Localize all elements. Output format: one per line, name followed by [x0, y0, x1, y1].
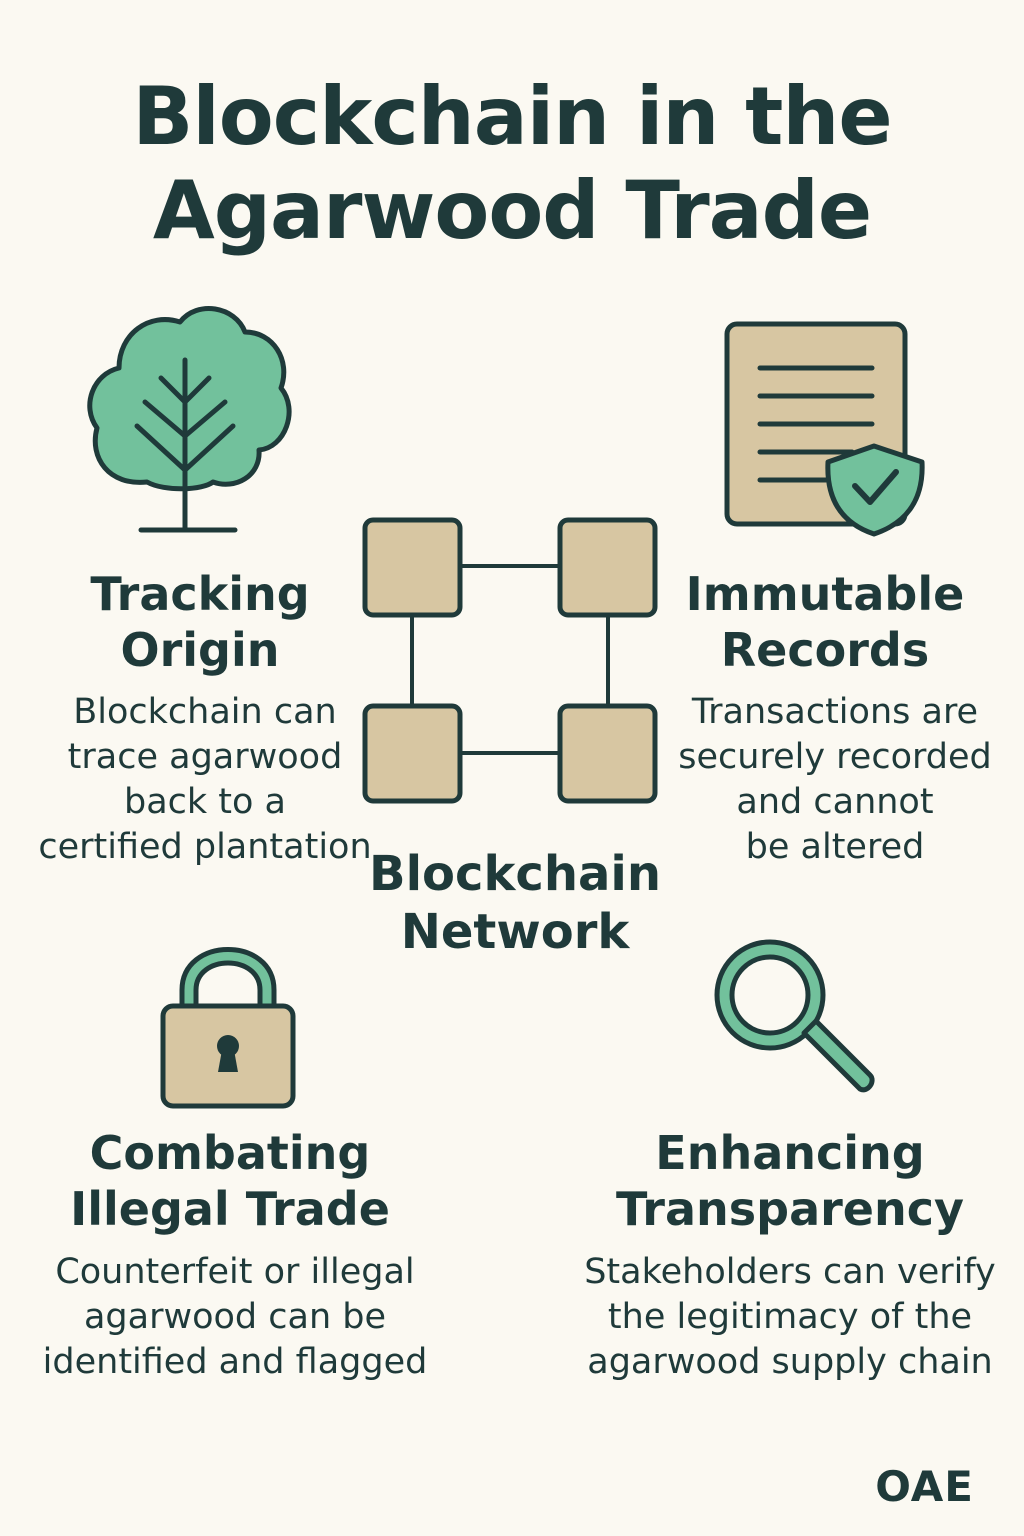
immutable-records-description: Transactions are securely recorded and c… — [660, 690, 1010, 870]
illegal-desc-line-1: Counterfeit or illegal — [55, 1252, 415, 1292]
tree-icon — [87, 306, 292, 533]
transparency-desc-line-3: agarwood supply chain — [587, 1342, 993, 1382]
tracking-heading-line-1: Tracking — [90, 567, 310, 621]
transparency-heading-line-2: Transparency — [615, 1182, 965, 1236]
records-desc-line-2: securely recorded — [678, 737, 992, 777]
illegal-heading-line-2: Illegal Trade — [70, 1182, 390, 1236]
enhancing-transparency-heading: Enhancing Transparency — [590, 1125, 990, 1237]
block-bottom-left — [362, 703, 463, 804]
magnifier-icon — [714, 939, 875, 1093]
records-desc-line-3: and cannot — [736, 782, 934, 822]
combating-illegal-trade-description: Counterfeit or illegal agarwood can be i… — [40, 1250, 430, 1385]
tracking-desc-line-1: Blockchain can — [73, 692, 337, 732]
tracking-origin-heading: Tracking Origin — [40, 566, 360, 678]
block-top-right — [557, 517, 658, 618]
immutable-records-heading: Immutable Records — [665, 566, 985, 678]
blockchain-network-label: Blockchain Network — [340, 845, 690, 961]
network-label-line-2: Network — [400, 904, 630, 960]
tracking-desc-line-3: back to a — [123, 782, 286, 822]
padlock-icon — [160, 947, 296, 1109]
illegal-heading-line-1: Combating — [89, 1126, 371, 1180]
records-desc-line-1: Transactions are — [691, 692, 979, 732]
records-heading-line-1: Immutable — [685, 567, 965, 621]
enhancing-transparency-description: Stakeholders can verify the legitimacy o… — [580, 1250, 1000, 1385]
tracking-desc-line-2: trace agarwood — [67, 737, 343, 777]
illegal-desc-line-3: identified and flagged — [42, 1342, 428, 1382]
tracking-desc-line-4: certified plantation — [38, 827, 372, 867]
records-desc-line-4: be altered — [745, 827, 925, 867]
page-title: Blockchain in the Agarwood Trade — [0, 70, 1024, 258]
tracking-origin-description: Blockchain can trace agarwood back to a … — [30, 690, 380, 870]
records-heading-line-2: Records — [720, 623, 930, 677]
title-line-2: Agarwood Trade — [152, 164, 872, 257]
network-label-line-1: Blockchain — [368, 846, 662, 902]
title-line-1: Blockchain in the — [132, 70, 892, 163]
tracking-heading-line-2: Origin — [120, 623, 280, 677]
transparency-desc-line-1: Stakeholders can verify — [584, 1252, 996, 1292]
illegal-desc-line-2: agarwood can be — [83, 1297, 387, 1337]
brand-mark: OAE — [875, 1462, 974, 1511]
block-top-left — [362, 517, 463, 618]
block-bottom-right — [557, 703, 658, 804]
transparency-heading-line-1: Enhancing — [655, 1126, 925, 1180]
document-check-icon — [724, 321, 925, 537]
transparency-desc-line-2: the legitimacy of the — [607, 1297, 973, 1337]
combating-illegal-trade-heading: Combating Illegal Trade — [50, 1125, 410, 1237]
blockchain-network-diagram — [362, 517, 658, 804]
